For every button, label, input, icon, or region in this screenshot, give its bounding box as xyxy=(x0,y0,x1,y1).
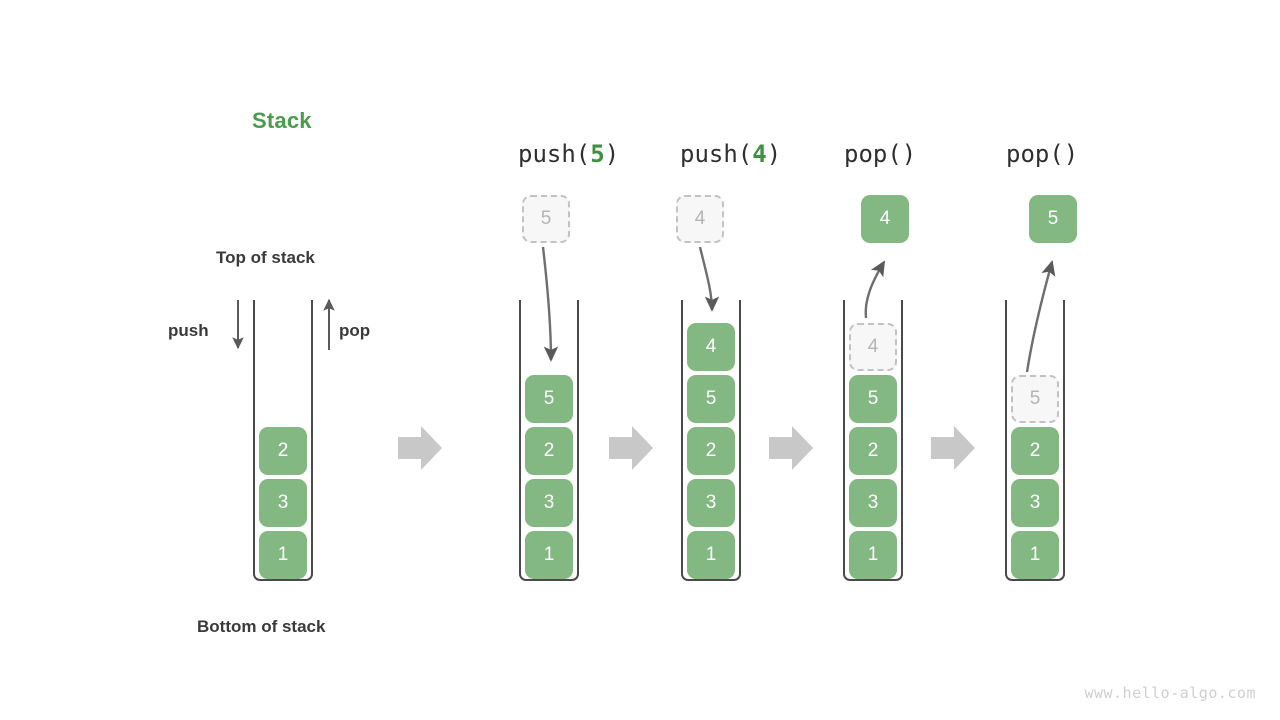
watermark: www.hello-algo.com xyxy=(1084,684,1256,702)
top-of-stack-label: Top of stack xyxy=(216,248,315,267)
op-title-pop-2: pop() xyxy=(1006,140,1078,168)
stack-cell: 3 xyxy=(259,479,307,527)
bottom-of-stack-label: Bottom of stack xyxy=(197,617,326,636)
stack-cell: 5 xyxy=(849,375,897,423)
page-title: Stack xyxy=(252,108,312,133)
popped-element-5: 5 xyxy=(1029,195,1077,243)
stack-container xyxy=(519,300,579,581)
stack-cell: 4 xyxy=(687,323,735,371)
stack-cell: 1 xyxy=(1011,531,1059,579)
op-title-push-4: push(4) xyxy=(680,140,781,168)
stack-cell: 5 xyxy=(687,375,735,423)
op-arg: 5 xyxy=(590,140,605,168)
op-suffix: ) xyxy=(901,140,917,168)
stack-cell: 1 xyxy=(687,531,735,579)
op-title-push-5: push(5) xyxy=(518,140,619,168)
stack-cell: 2 xyxy=(687,427,735,475)
op-prefix: pop( xyxy=(1006,140,1064,168)
op-prefix: push( xyxy=(518,140,591,168)
stack-cell: 2 xyxy=(259,427,307,475)
stack-cell: 1 xyxy=(849,531,897,579)
stack-container xyxy=(843,300,903,581)
stack-cell: 3 xyxy=(687,479,735,527)
op-suffix: ) xyxy=(604,140,620,168)
stack-cell: 3 xyxy=(525,479,573,527)
incoming-element-5: 5 xyxy=(522,195,570,243)
stack-cell-ghost: 4 xyxy=(849,323,897,371)
stack-cell: 5 xyxy=(525,375,573,423)
stack-cell: 2 xyxy=(525,427,573,475)
push-label: push xyxy=(168,321,209,340)
stack-cell: 3 xyxy=(1011,479,1059,527)
stack-cell: 1 xyxy=(525,531,573,579)
transition-arrow xyxy=(398,426,442,470)
stack-cell: 2 xyxy=(849,427,897,475)
stack-container xyxy=(1005,300,1065,581)
stack-container xyxy=(253,300,313,581)
op-prefix: push( xyxy=(680,140,753,168)
popped-element-4: 4 xyxy=(861,195,909,243)
pop-label: pop xyxy=(339,321,371,340)
op-suffix: ) xyxy=(766,140,782,168)
incoming-element-4: 4 xyxy=(676,195,724,243)
op-prefix: pop( xyxy=(844,140,902,168)
stack-cell: 1 xyxy=(259,531,307,579)
op-arg: 4 xyxy=(752,140,767,168)
op-title-pop-1: pop() xyxy=(844,140,916,168)
stack-cell: 2 xyxy=(1011,427,1059,475)
stack-cell-ghost: 5 xyxy=(1011,375,1059,423)
stack-container xyxy=(681,300,741,581)
op-suffix: ) xyxy=(1063,140,1079,168)
stack-cell: 3 xyxy=(849,479,897,527)
